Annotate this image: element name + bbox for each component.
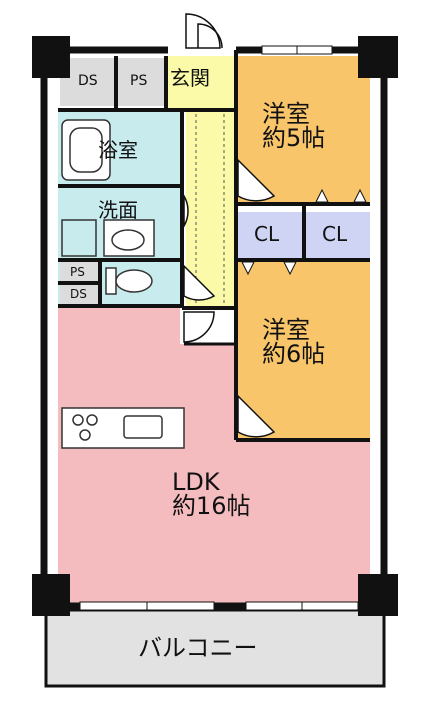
- bedroom1-label: 洋室 約5帖: [262, 102, 325, 150]
- bedroom2-label: 洋室 約6帖: [262, 318, 325, 366]
- bedroom1-name: 洋室: [262, 100, 310, 128]
- washroom-label: 洗面: [98, 198, 138, 222]
- columns: [32, 36, 398, 616]
- balcony-area: [44, 608, 386, 688]
- entrance-area: [168, 56, 236, 112]
- ldk-area: [58, 308, 370, 604]
- bedroom2-name: 洋室: [262, 316, 310, 344]
- ldk-name: LDK: [172, 468, 220, 496]
- bedroom1-area: [236, 56, 370, 202]
- ps2-area: [60, 262, 100, 282]
- windows: [79, 45, 359, 611]
- entrance-label: 玄関: [170, 66, 210, 90]
- closet2-label: CL: [322, 222, 348, 246]
- kitchen-counter: [61, 407, 185, 449]
- bath-label: 浴室: [98, 138, 138, 162]
- bedroom2-size: 約6帖: [262, 340, 326, 368]
- ds1-label: DS: [78, 73, 98, 89]
- hallway-guide: [195, 114, 225, 306]
- closet-doors: [241, 188, 367, 276]
- closet2-area: [306, 212, 370, 258]
- wash-basin: [103, 219, 155, 257]
- toilet: [105, 267, 153, 295]
- bedroom2-area: [236, 262, 370, 438]
- ds2-label: DS: [70, 287, 87, 301]
- bathtub: [61, 119, 111, 181]
- closet1-label: CL: [254, 222, 280, 246]
- ps2-label: PS: [70, 265, 85, 279]
- ps1-label: PS: [130, 73, 148, 89]
- ldk-size: 約16帖: [172, 492, 251, 520]
- washer-space: [61, 219, 97, 257]
- interior-walls: [58, 50, 370, 442]
- bedroom1-size: 約5帖: [262, 124, 326, 152]
- doors: [183, 158, 276, 438]
- balcony-label: バルコニー: [138, 634, 258, 662]
- ds2-area: [60, 284, 100, 304]
- entrance-door: [185, 13, 223, 49]
- ps1-area: [118, 58, 164, 106]
- ldk-label: LDK 約16帖: [172, 470, 251, 518]
- closet1-area: [238, 212, 302, 258]
